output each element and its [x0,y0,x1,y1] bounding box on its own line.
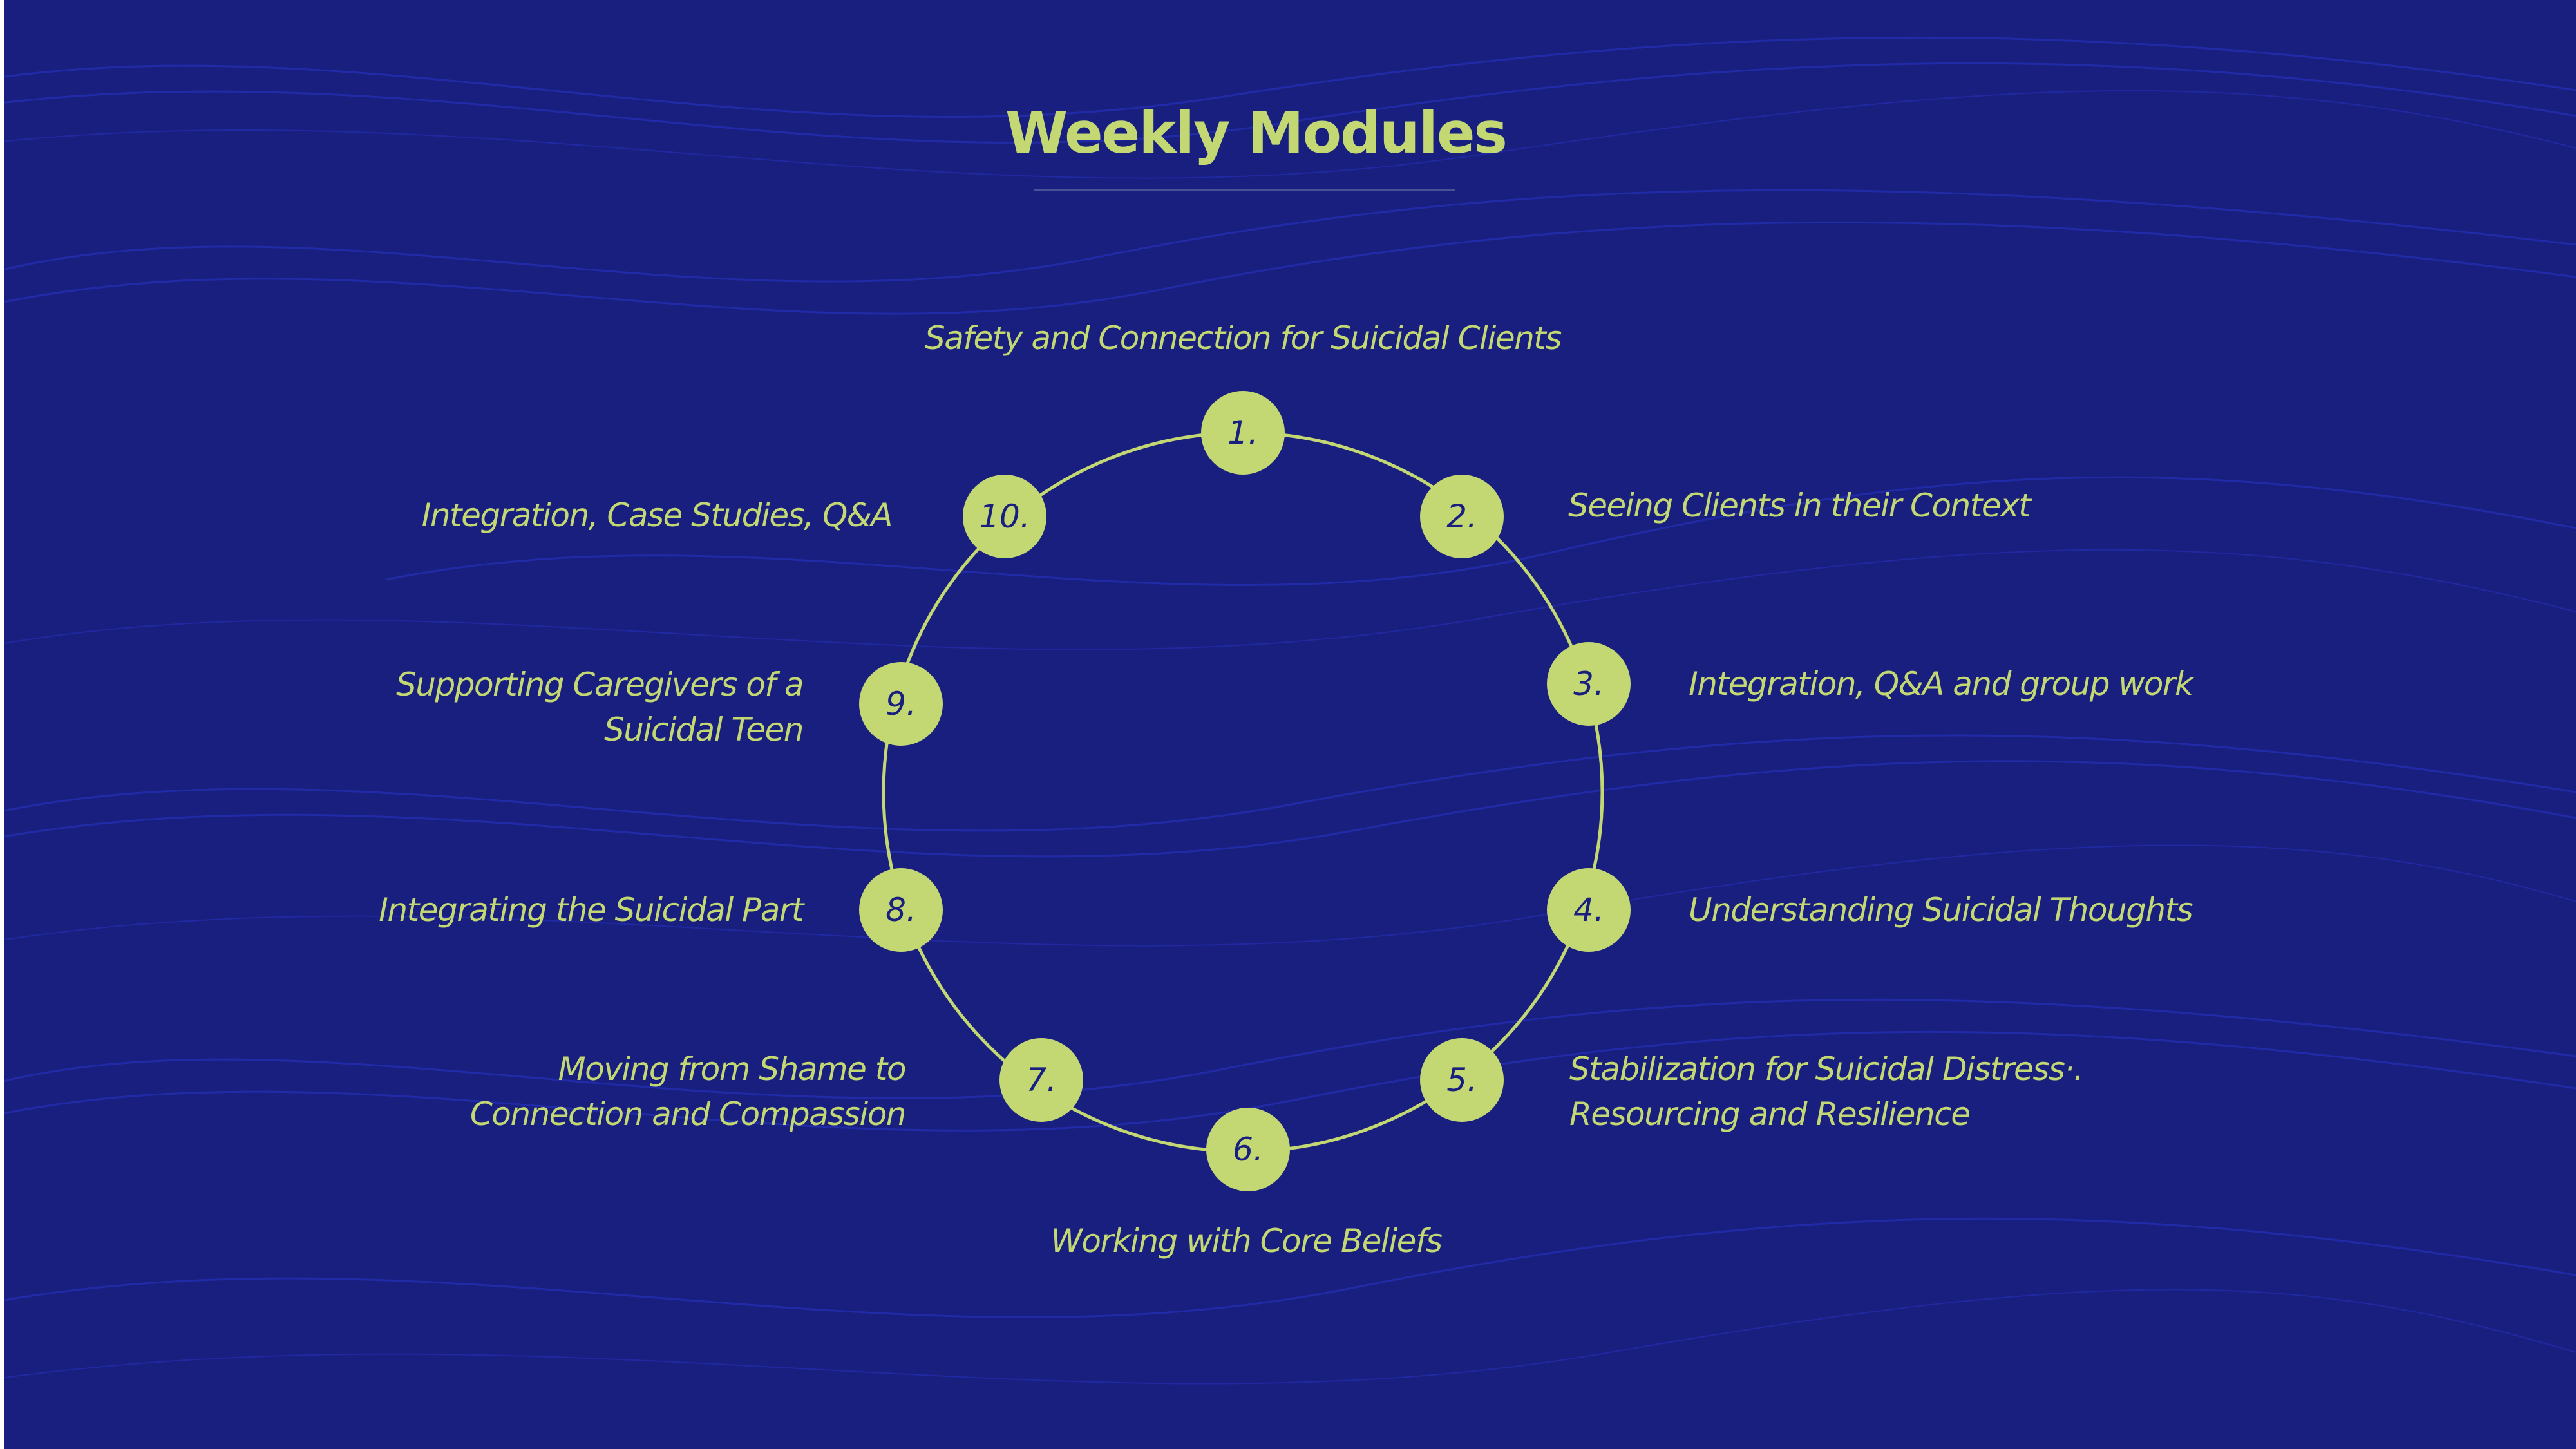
module-label-2: Seeing Clients in their Context [1568,483,2031,528]
module-node-6 [1206,1108,1290,1191]
module-label-6: Working with Core Beliefs [731,1218,1761,1264]
module-node-4 [1547,868,1631,952]
module-label-9-line: Suicidal Teen [604,711,804,748]
module-label-7-line: Moving from Shame to [558,1050,906,1088]
module-number-9: 9. [886,685,916,723]
module-number-7: 7. [1026,1061,1057,1099]
module-number-1: 1. [1227,414,1258,451]
module-label-5-line: Stabilization for Suicidal Distress·. [1569,1050,2084,1088]
module-label-8-line: Integrating the Suicidal Part [379,891,804,929]
module-node-7 [999,1038,1083,1122]
module-label-5: Stabilization for Suicidal Distress·. Res… [1569,1046,2084,1137]
module-label-3-line: Integration, Q&A and group work [1689,665,2193,703]
module-label-9-line: Supporting Caregivers of a [396,666,804,703]
module-label-4: Understanding Suicidal Thoughts [1689,887,2193,933]
module-number-6: 6. [1233,1131,1264,1168]
module-label-9: Supporting Caregivers of a Suicidal Teen [396,662,804,752]
module-label-5-line: Resourcing and Resilience [1569,1095,1971,1133]
module-node-9 [859,662,943,746]
module-label-1-line: Safety and Connection for Suicidal Clien… [925,319,1562,357]
module-number-3: 3. [1573,665,1604,703]
module-node-3 [1547,642,1631,726]
module-number-10: 10. [979,498,1030,535]
module-node-8 [859,868,943,952]
module-node-1 [1201,391,1285,475]
module-number-4: 4. [1573,891,1604,929]
module-label-4-line: Understanding Suicidal Thoughts [1689,891,2193,929]
module-label-3: Integration, Q&A and group work [1689,661,2193,706]
module-node-5 [1420,1038,1504,1122]
module-number-2: 2. [1446,498,1477,535]
module-label-2-line: Seeing Clients in their Context [1568,487,2031,524]
module-node-10 [963,475,1046,558]
module-number-8: 8. [886,891,916,929]
module-label-1: Safety and Connection for Suicidal Clien… [728,316,1758,361]
title-underline [1034,189,1455,191]
module-node-2 [1420,475,1504,558]
page-title: Weekly Modules [1005,100,1508,166]
module-label-10-line: Integration, Case Studies, Q&A [421,497,893,534]
module-number-5: 5. [1446,1061,1477,1099]
slide-left-edge [0,0,4,1449]
module-label-7-line: Connection and Compassion [469,1095,907,1133]
module-label-7: Moving from Shame to Connection and Compa… [469,1046,907,1137]
module-label-6-line: Working with Core Beliefs [1050,1222,1443,1260]
module-label-8: Integrating the Suicidal Part [379,887,804,933]
module-label-10: Integration, Case Studies, Q&A [421,493,893,538]
